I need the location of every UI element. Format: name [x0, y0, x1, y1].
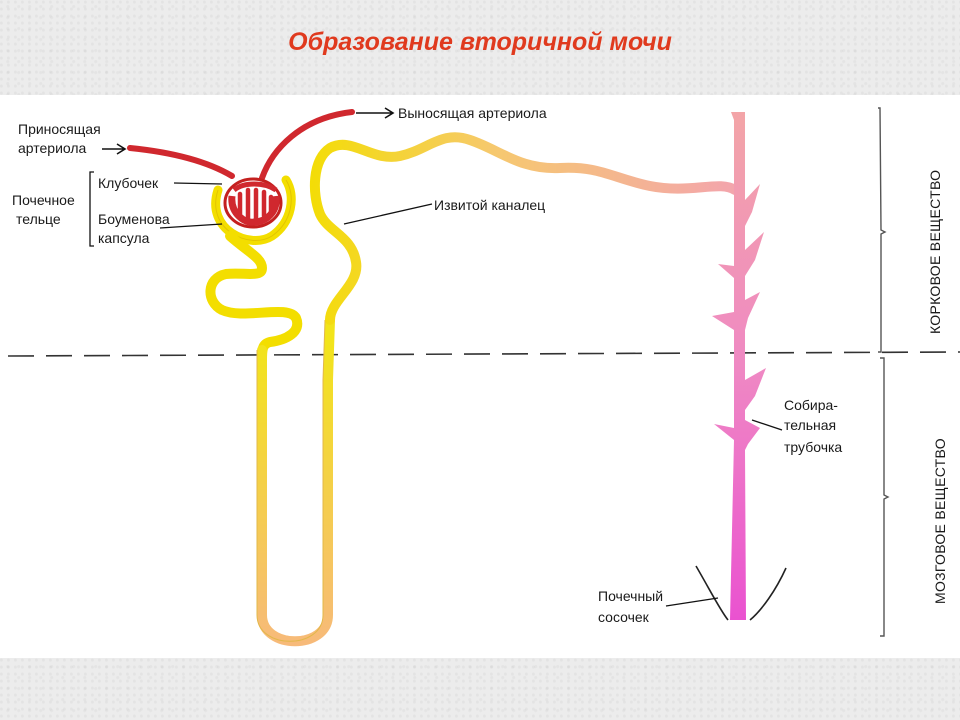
label-collecting-2: тельная [784, 417, 836, 433]
label-papilla-1: Почечный [598, 588, 663, 604]
proximal-tubule [205, 231, 303, 365]
afferent-arrow-icon [102, 143, 127, 155]
label-efferent: Выносящая артериола [398, 105, 547, 121]
loop-of-henle [257, 315, 335, 647]
glomerulus [223, 177, 283, 229]
leader-lines [89, 171, 783, 607]
label-bowman-1: Боуменова [98, 211, 170, 227]
page-title: Образование вторичной мочи [288, 28, 672, 56]
zone-brackets [878, 107, 890, 637]
label-papilla-2: сосочек [598, 609, 650, 625]
label-corpuscle-2: тельце [16, 211, 61, 227]
efferent-arteriole [259, 109, 355, 181]
label-convoluted: Извитой каналец [434, 197, 545, 213]
efferent-arrow-icon [356, 107, 395, 119]
label-corpuscle-1: Почечное [12, 192, 75, 208]
label-cortex: КОРКОВОЕ ВЕЩЕСТВО [927, 170, 943, 334]
label-bowman-2: капсула [98, 230, 150, 246]
label-glomerulus: Клубочек [98, 175, 159, 191]
label-medulla: МОЗГОВОЕ ВЕЩЕСТВО [932, 438, 948, 604]
collecting-duct [712, 112, 766, 620]
distal-convoluted-tubule [309, 132, 740, 325]
afferent-arteriole [127, 145, 235, 179]
label-afferent-2: артериола [18, 140, 87, 156]
label-collecting-1: Собира- [784, 397, 838, 413]
diagram-panel [0, 95, 960, 658]
label-collecting-3: трубочка [784, 439, 842, 455]
cortex-medulla-boundary [7, 351, 960, 357]
label-afferent-1: Приносящая [18, 121, 101, 137]
